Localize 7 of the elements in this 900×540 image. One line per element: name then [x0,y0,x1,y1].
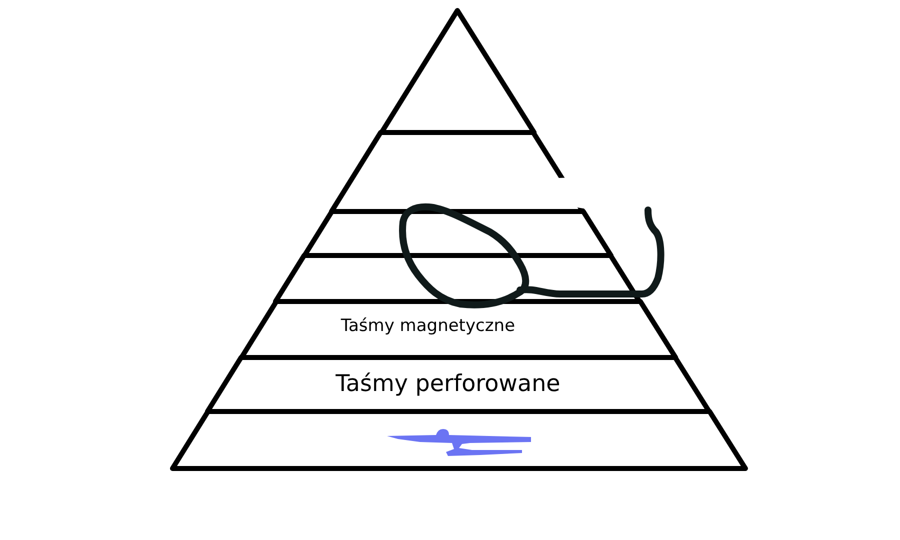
pyramid-tier [170,408,748,470]
tier-label: Taśmy magnetyczne [340,317,516,337]
pyramid-tier [238,298,678,360]
tier-label: Taśmy perforowane [336,370,560,398]
pyramid-top-tier [378,8,536,134]
pyramid-tier [329,130,586,214]
pyramid-tier [205,354,712,414]
